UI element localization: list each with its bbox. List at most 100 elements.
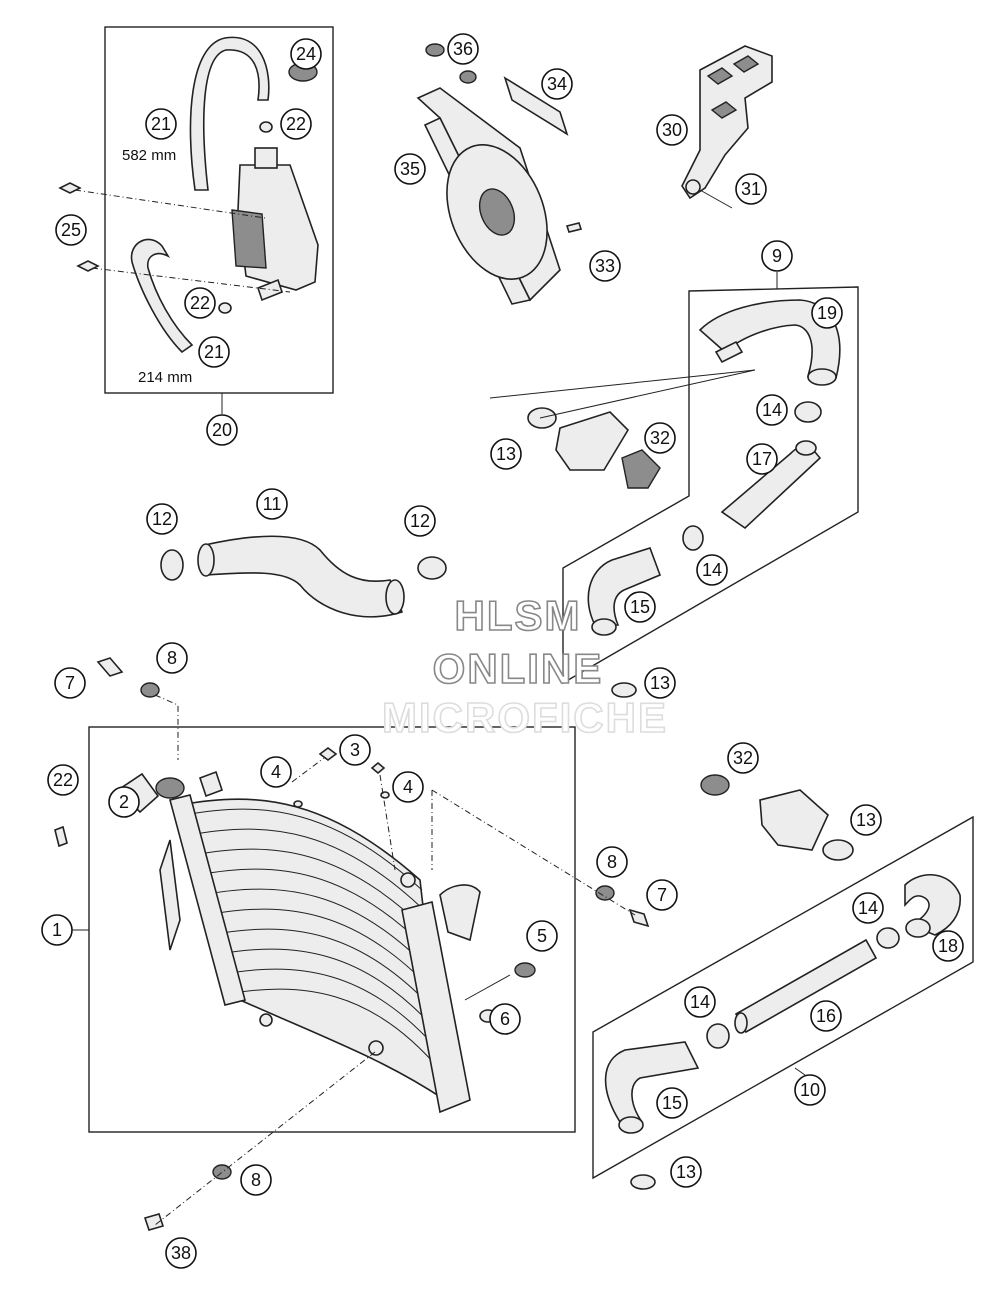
callout-number: 21 — [204, 342, 224, 362]
callout-32-2: 32 — [727, 742, 759, 774]
thermostat-housing-upper — [555, 411, 630, 471]
callout-number: 6 — [500, 1009, 510, 1029]
callout-number: 15 — [662, 1093, 682, 1113]
callout-number: 11 — [263, 494, 282, 514]
callout-number: 8 — [167, 648, 177, 668]
callout-number: 13 — [856, 810, 876, 830]
hose-kit-10-parts — [604, 774, 961, 1190]
damper-8-left — [140, 682, 160, 698]
callout-number: 38 — [171, 1243, 191, 1263]
overflow-hose-short — [130, 238, 194, 354]
callout-number: 16 — [816, 1006, 836, 1026]
callout-16: 16 — [810, 1000, 842, 1032]
callout-5: 5 — [526, 920, 558, 952]
callout-21-2: 21 — [198, 336, 230, 368]
callout-number: 7 — [657, 885, 667, 905]
hose-11 — [204, 535, 404, 618]
fan-assembly — [416, 43, 583, 305]
callout-18: 18 — [932, 930, 964, 962]
overflow-hose-long — [189, 36, 270, 191]
callout-24: 24 — [290, 38, 322, 70]
radiator-bracket — [681, 45, 773, 209]
callout-number: 15 — [630, 597, 650, 617]
callout-number: 7 — [65, 673, 75, 693]
callout-22: 22 — [280, 108, 312, 140]
hose-kit-9-box — [562, 286, 859, 685]
callout-9: 9 — [761, 240, 793, 272]
callout-14-4: 14 — [684, 986, 716, 1018]
callout-8-3: 8 — [240, 1164, 272, 1196]
callout-number: 13 — [650, 673, 670, 693]
expansion-tank-assembly — [58, 36, 319, 354]
callout-number: 2 — [119, 792, 129, 812]
radiator-hose-11-group — [160, 535, 447, 618]
upper-thermostat-group — [489, 299, 841, 489]
watermark-line-2: ONLINE — [433, 645, 604, 692]
expansion-tank-group-box — [104, 26, 334, 394]
callout-32: 32 — [644, 422, 676, 454]
filler-neck — [155, 777, 185, 799]
callout-21: 21 — [145, 108, 177, 140]
callout-number: 33 — [595, 256, 615, 276]
callout-number: 5 — [537, 926, 547, 946]
hose-15-lower — [604, 1041, 700, 1123]
callout-number: 19 — [817, 303, 837, 323]
callout-number: 4 — [271, 762, 281, 782]
callout-14: 14 — [756, 394, 788, 426]
callout-14-2: 14 — [696, 554, 728, 586]
thermostat-housing-lower — [759, 789, 829, 851]
callout-number: 13 — [676, 1162, 696, 1182]
callout-number: 21 — [151, 114, 171, 134]
callout-4-2: 4 — [392, 771, 424, 803]
callout-8: 8 — [156, 642, 188, 674]
callout-number: 32 — [733, 748, 753, 768]
callout-number: 30 — [662, 120, 682, 140]
callout-1: 1 — [41, 914, 73, 946]
callout-number: 22 — [53, 770, 73, 790]
callout-number: 20 — [212, 420, 232, 440]
callout-number: 17 — [752, 449, 772, 469]
callout-number: 35 — [400, 159, 420, 179]
callout-30: 30 — [656, 114, 688, 146]
callout-22-3: 22 — [47, 764, 79, 796]
callout-number: 24 — [296, 44, 316, 64]
callout-number: 8 — [251, 1170, 261, 1190]
callout-22-2: 22 — [184, 287, 216, 319]
callout-number: 18 — [938, 936, 958, 956]
fan-switch — [514, 962, 536, 978]
callout-19: 19 — [811, 297, 843, 329]
callout-2: 2 — [108, 786, 140, 818]
callout-number: 14 — [858, 898, 878, 918]
watermark: HLSM ONLINE MICROFICHE — [381, 591, 667, 742]
callout-number: 32 — [650, 428, 670, 448]
callout-13: 13 — [490, 438, 522, 470]
callout-4: 4 — [260, 756, 292, 788]
callout-number: 14 — [702, 560, 722, 580]
callout-number: 13 — [496, 444, 516, 464]
callout-13-3: 13 — [850, 804, 882, 836]
callout-number: 12 — [410, 511, 430, 531]
hose-15-upper — [587, 547, 662, 626]
callout-34: 34 — [541, 68, 573, 100]
callout-number: 8 — [607, 852, 617, 872]
callout-11: 11 — [256, 488, 288, 520]
callout-6: 6 — [489, 1003, 521, 1035]
hose-kit-10-box — [592, 815, 974, 1180]
callout-number: 12 — [152, 509, 172, 529]
callout-38: 38 — [165, 1237, 197, 1269]
callout-35: 35 — [394, 153, 426, 185]
hose-length-214: 214 mm — [138, 369, 192, 386]
callout-33: 33 — [589, 250, 621, 282]
watermark-line-1: HLSM — [455, 592, 582, 639]
callout-number: 9 — [772, 246, 782, 266]
callout-number: 4 — [403, 777, 413, 797]
callout-number: 3 — [350, 740, 360, 760]
callout-12: 12 — [146, 503, 178, 535]
callout-number: 14 — [762, 400, 782, 420]
callout-8-2: 8 — [596, 846, 628, 878]
callout-3: 3 — [339, 734, 371, 766]
callout-10: 10 — [794, 1074, 826, 1106]
callout-31: 31 — [735, 173, 767, 205]
